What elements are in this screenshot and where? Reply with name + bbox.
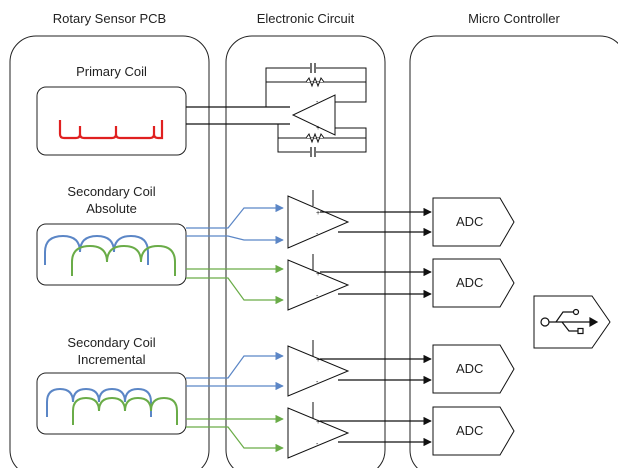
svg-text:-: -	[316, 441, 319, 448]
amplifier-absolute-cosine: + -	[287, 254, 350, 311]
electronic-circuit-title: Electronic Circuit	[256, 11, 355, 26]
svg-text:-: -	[316, 231, 319, 238]
svg-text:+: +	[316, 271, 320, 278]
svg-text:+: +	[316, 210, 320, 217]
secondary-incremental-label-line1: Secondary Coil	[67, 335, 156, 350]
amplifier-incremental-cosine: + -	[287, 402, 350, 459]
sensor-pcb-panel	[9, 35, 210, 468]
incremental-sine-coil	[46, 387, 152, 417]
absolute-sine-coil	[44, 234, 149, 265]
driver-opamp	[291, 94, 336, 136]
primary-coil-label: Primary Coil	[76, 64, 147, 79]
electronic-circuit-panel	[225, 35, 386, 468]
secondary-incremental-label: Secondary Coil Incremental	[37, 334, 186, 368]
absolute-cosine-coil	[71, 244, 176, 276]
secondary-absolute-label-line2: Absolute	[86, 201, 137, 216]
secondary-absolute-coil-box	[36, 223, 187, 286]
amplifier-incremental-sine: + -	[287, 340, 350, 397]
incremental-cosine-coil	[72, 396, 178, 425]
adc-block-4	[432, 406, 515, 456]
svg-text:+: +	[316, 357, 320, 364]
adc-block-2	[432, 258, 515, 308]
primary-coil-symbol	[58, 120, 164, 140]
adc-label-1: ADC	[456, 214, 484, 229]
sensor-pcb-title: Rotary Sensor PCB	[52, 11, 167, 26]
micro-controller-panel	[409, 35, 618, 468]
svg-text:+: +	[316, 419, 320, 426]
adc-block-3	[432, 344, 515, 394]
svg-text:-: -	[316, 99, 319, 106]
adc-label-3: ADC	[456, 361, 484, 376]
micro-controller-title: Micro Controller	[468, 11, 560, 26]
adc-label-4: ADC	[456, 423, 484, 438]
primary-coil-box	[36, 86, 187, 156]
secondary-absolute-label: Secondary Coil Absolute	[37, 183, 186, 217]
svg-text:+: +	[316, 125, 320, 132]
svg-text:-: -	[316, 379, 319, 386]
amplifier-absolute-sine: + -	[287, 190, 350, 249]
adc-label-2: ADC	[456, 275, 484, 290]
usb-icon	[540, 308, 599, 335]
adc-block-1	[432, 197, 515, 247]
svg-text:-: -	[316, 293, 319, 300]
secondary-absolute-label-line1: Secondary Coil	[67, 184, 156, 199]
secondary-incremental-label-line2: Incremental	[77, 352, 146, 367]
secondary-incremental-coil-box	[36, 372, 187, 435]
